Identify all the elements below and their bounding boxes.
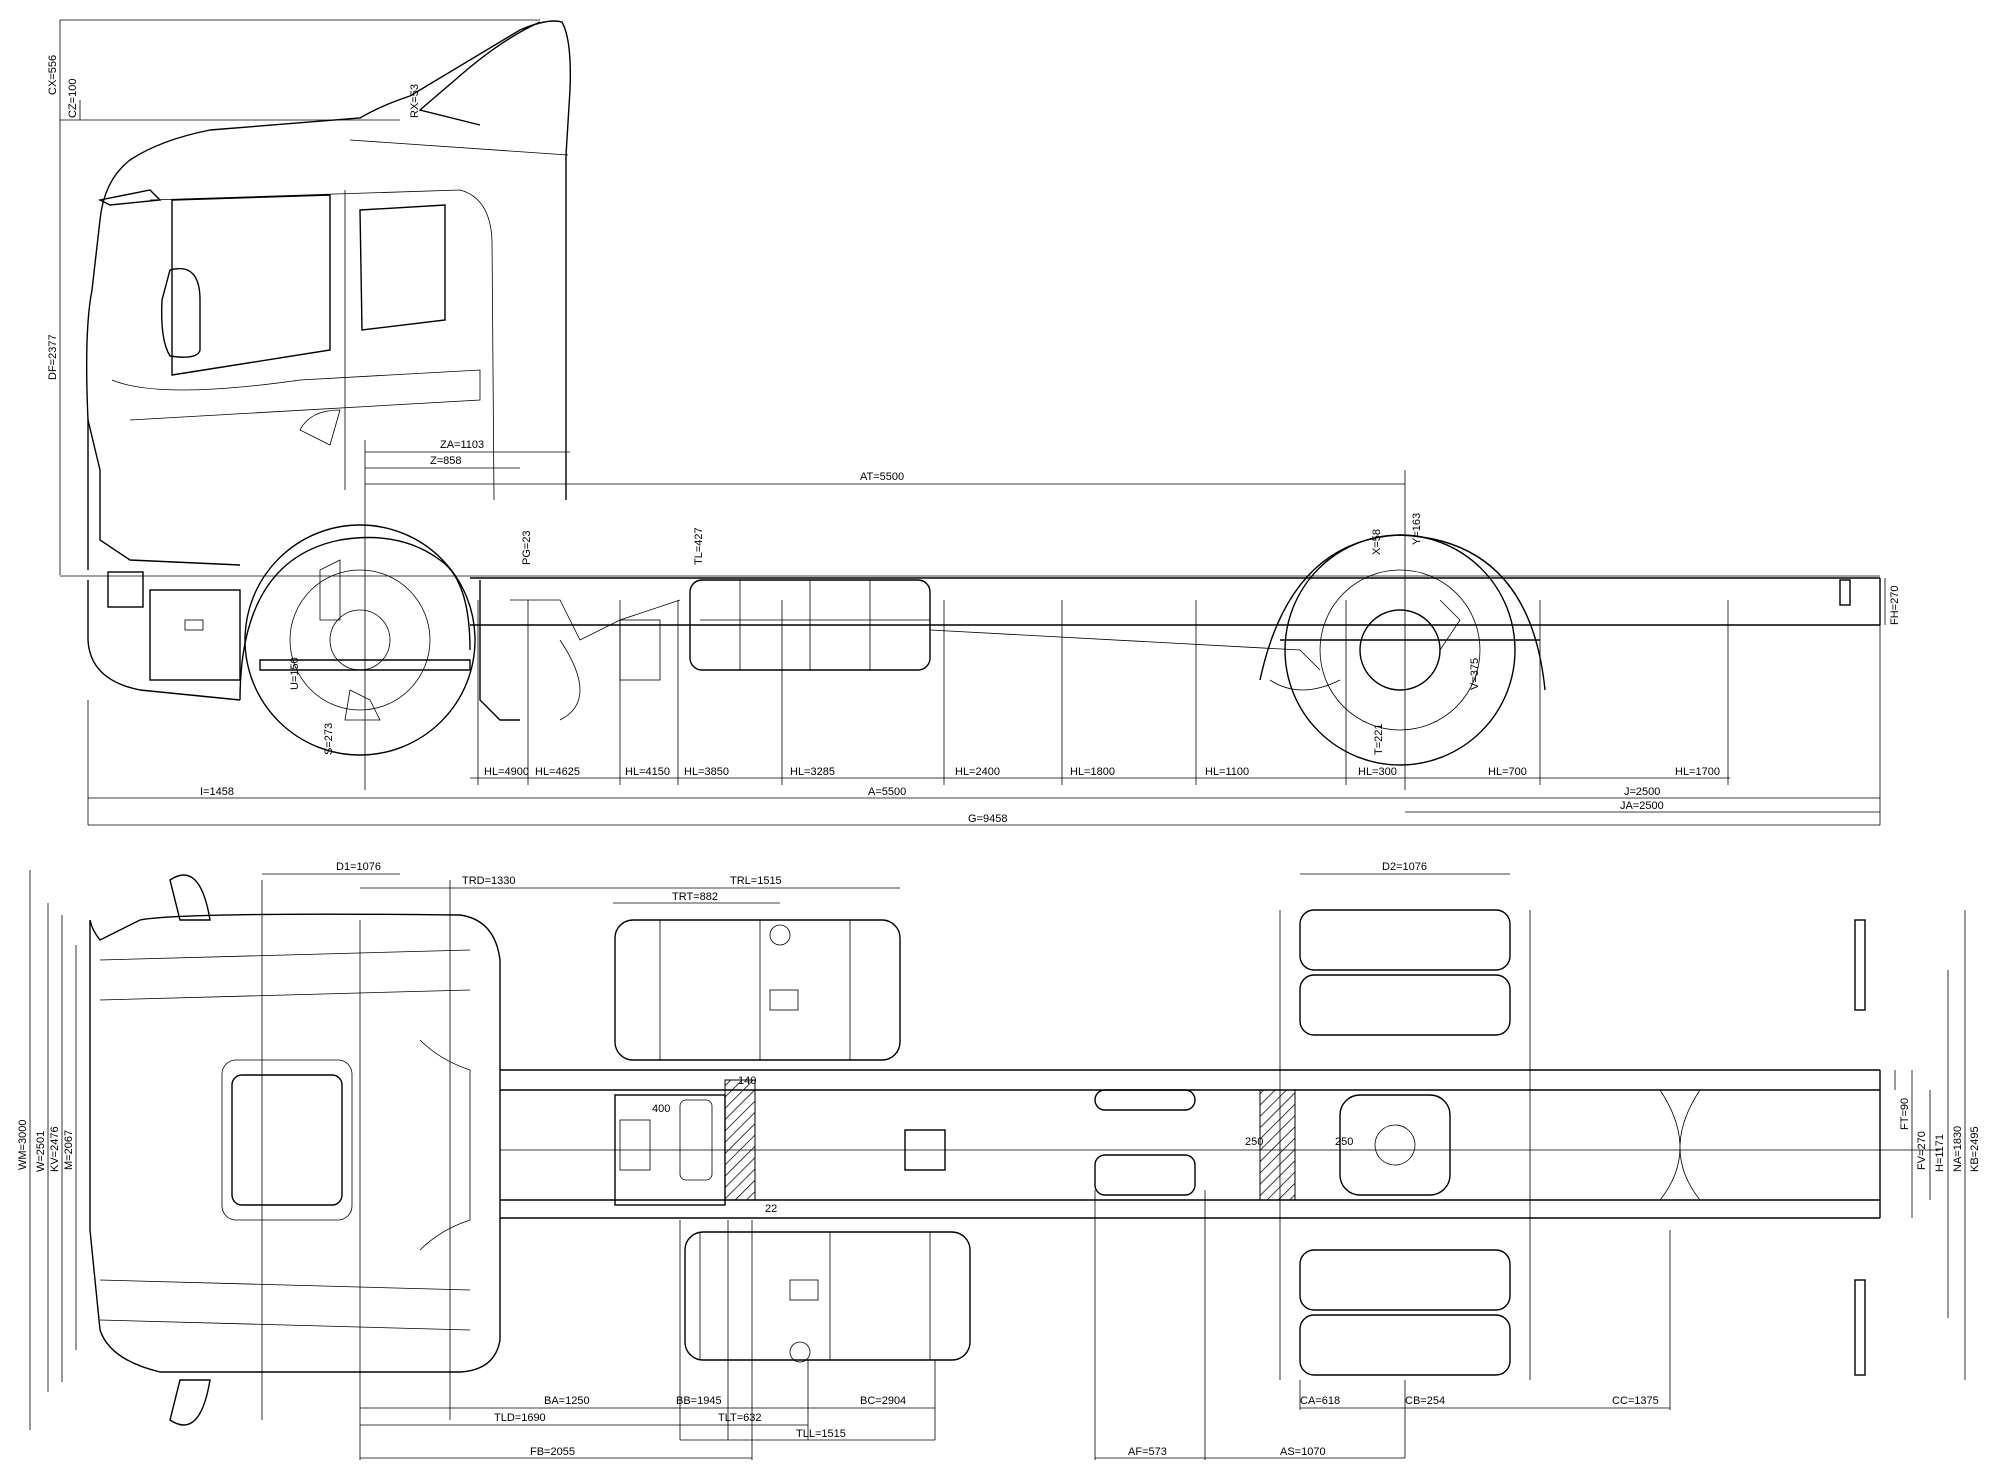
dim-tl-label: TL=427: [693, 527, 705, 565]
dim-at-label: AT=5500: [860, 471, 904, 483]
hl-label-2: HL=4625: [535, 766, 580, 778]
dim-a-label: A=5500: [868, 786, 906, 798]
dim-tll-label: TLL=1515: [796, 1428, 846, 1440]
dim-w-label: W=2501: [35, 1131, 47, 1172]
dim-pg-label: PG=23: [521, 530, 533, 565]
dim-bb-label: BB=1945: [676, 1395, 722, 1407]
hl-label-1: HL=4900: [484, 766, 529, 778]
dim-trl-label: TRL=1515: [730, 875, 782, 887]
dim-tlt-label: TLT=632: [718, 1412, 762, 1424]
hl-label-8: HL=1100: [1205, 766, 1249, 778]
hl-label-4: HL=3850: [684, 766, 729, 778]
dim-v-label: V=375: [1469, 658, 1481, 690]
dim-m-label: M=2067: [63, 1130, 75, 1170]
dim-rx-label: RX=53: [409, 84, 421, 118]
top-view: D1=1076 TRD=1330 TRL=1515 TRT=882 D2=107…: [17, 861, 1981, 1460]
dim-trt-label: TRT=882: [672, 891, 718, 903]
dim-h-label: H=1171: [1934, 1134, 1946, 1172]
label-22: 22: [765, 1203, 777, 1215]
dim-na-label: NA=1830: [1952, 1126, 1964, 1172]
cab-side: [85, 20, 571, 701]
label-140: 140: [738, 1075, 756, 1087]
dim-cb-label: CB=254: [1405, 1395, 1445, 1407]
dim-bc-label: BC=2904: [860, 1395, 906, 1407]
dim-cc-label: CC=1375: [1612, 1395, 1659, 1407]
hl-label-5: HL=3285: [790, 766, 835, 778]
dim-tld-label: TLD=1690: [494, 1412, 546, 1424]
label-400: 400: [652, 1103, 670, 1115]
dim-df-label: DF=2377: [47, 334, 59, 380]
dim-ja-label: JA=2500: [1620, 800, 1664, 812]
dim-x-label: X=58: [1371, 529, 1383, 555]
dim-fb-label: FB=2055: [530, 1446, 575, 1458]
dim-ba-label: BA=1250: [544, 1395, 590, 1407]
dim-cz-label: CZ=100: [67, 79, 79, 118]
fuel-tanks-top: [614, 919, 971, 1363]
dim-fh-label: FH=270: [1889, 586, 1901, 625]
dim-af-label: AF=573: [1128, 1446, 1167, 1458]
dim-g-label: G=9458: [968, 813, 1007, 825]
frame-top: [500, 1069, 1940, 1219]
rear-wheel: [1259, 534, 1546, 766]
rear-wheels-top: [1279, 909, 1866, 1380]
dim-as-label: AS=1070: [1280, 1446, 1326, 1458]
hl-label-11: HL=1700: [1675, 766, 1720, 778]
dim-u-label: U=150: [289, 657, 301, 690]
dim-ft-label: FT=90: [1899, 1098, 1911, 1130]
dim-y-label: Y=163: [1411, 513, 1423, 545]
fuel-tank-side: [479, 579, 1321, 721]
dim-kv-label: KV=2476: [49, 1126, 61, 1172]
dim-j-label: J=2500: [1624, 786, 1660, 798]
dim-i-label: I=1458: [200, 786, 234, 798]
dim-cx-label: CX=556: [47, 55, 59, 95]
dim-kb-label: KB=2495: [1969, 1126, 1981, 1172]
hl-label-6: HL=2400: [955, 766, 1000, 778]
dim-fv-label: FV=270: [1916, 1131, 1928, 1170]
dim-wm-label: WM=3000: [17, 1120, 29, 1170]
dim-ca-label: CA=618: [1300, 1395, 1340, 1407]
dim-s-label: S=273: [323, 723, 335, 755]
dim-za-label: ZA=1103: [440, 439, 484, 451]
engine-top: [614, 1089, 1196, 1206]
cab-top: [89, 874, 501, 1426]
hl-label-10: HL=700: [1488, 766, 1527, 778]
dim-d1-label: D1=1076: [336, 861, 381, 873]
hl-label-9: HL=300: [1358, 766, 1397, 778]
front-wheel: [244, 524, 476, 756]
dim-d2-label: D2=1076: [1382, 861, 1427, 873]
hl-label-7: HL=1800: [1070, 766, 1115, 778]
dim-t-label: T=221: [1373, 724, 1385, 756]
dim-z-label: Z=858: [430, 455, 462, 467]
frame-side: [470, 577, 1881, 626]
side-view: CX=556 CZ=100 DF=2377 RX=53 ZA=1103 Z=85…: [47, 19, 1901, 826]
hl-dimension-row: HL=4900 HL=4625 HL=4150 HL=3850 HL=3285 …: [470, 600, 1730, 785]
dim-trd-label: TRD=1330: [462, 875, 516, 887]
hl-label-3: HL=4150: [625, 766, 670, 778]
label-250a: 250: [1245, 1136, 1263, 1148]
label-250b: 250: [1335, 1136, 1353, 1148]
